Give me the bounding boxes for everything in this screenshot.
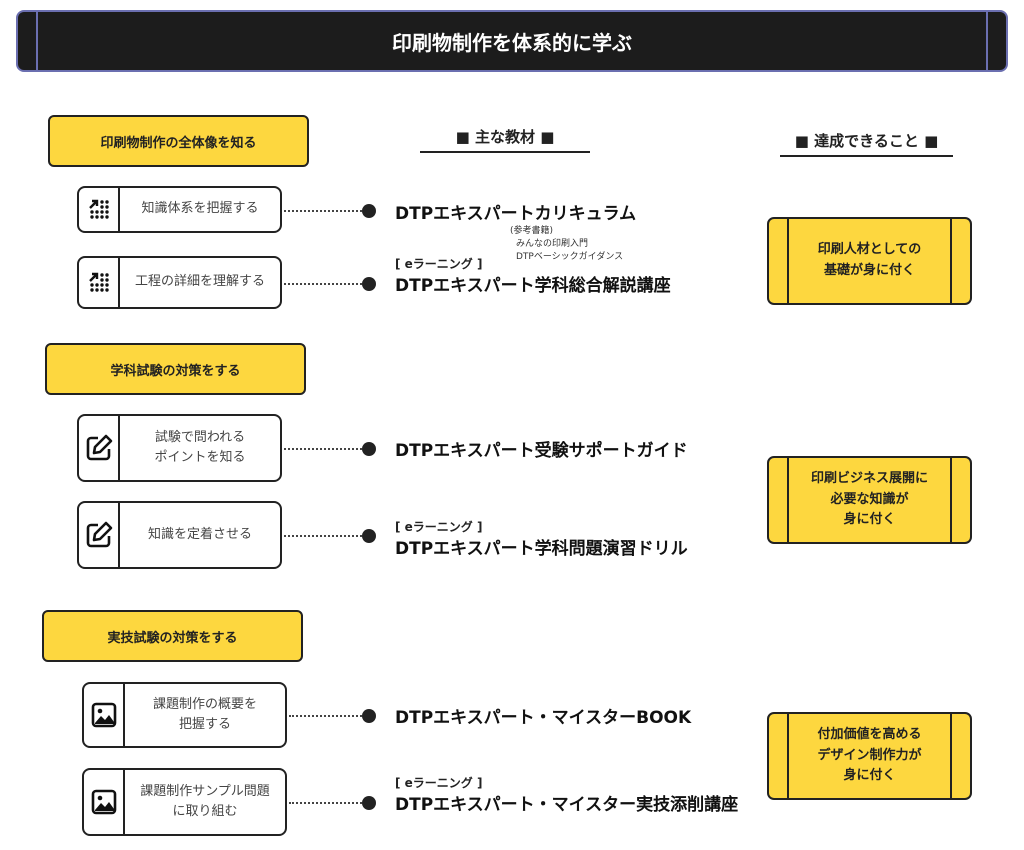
outcomes-column-header: ■ 達成できること ■ bbox=[780, 130, 953, 157]
connector-dot bbox=[362, 442, 376, 456]
reference-books: (参考書籍) みんなの印刷入門 DTPベーシックガイダンス bbox=[510, 225, 623, 264]
learning-step: 知識体系を把握する bbox=[77, 186, 282, 233]
material-title: DTPエキスパートカリキュラム bbox=[395, 204, 637, 224]
connector-dot bbox=[362, 529, 376, 543]
connector-line bbox=[284, 282, 362, 285]
material-title: DTPエキスパート・マイスター実技添削講座 bbox=[395, 795, 739, 815]
elearning-tag: [ eラーニング ] bbox=[395, 520, 483, 534]
connector-dot bbox=[362, 709, 376, 723]
outcome-box: 付加価値を高める デザイン制作力が 身に付く bbox=[767, 712, 972, 800]
section-overview: 印刷物制作の全体像を知る bbox=[48, 115, 309, 167]
image-icon bbox=[84, 684, 125, 746]
connector-dot bbox=[362, 203, 376, 218]
learning-step-label: 試験で問われる ポイントを知る bbox=[154, 429, 246, 465]
dots-arrow-icon bbox=[79, 188, 120, 231]
material-title: DTPエキスパート学科総合解説講座 bbox=[395, 276, 671, 296]
connector-line bbox=[289, 715, 362, 717]
material-title: DTPエキスパート受験サポートガイド bbox=[395, 441, 688, 461]
outcome-text: 印刷人材としての 基礎が身に付く bbox=[817, 242, 922, 278]
learning-step-label: 知識体系を把握する bbox=[141, 201, 259, 217]
edit-icon bbox=[79, 416, 120, 480]
learning-step: 課題制作の概要を 把握する bbox=[82, 682, 287, 748]
section-practical-exam: 実技試験の対策をする bbox=[42, 610, 303, 662]
outcome-text: 付加価値を高める デザイン制作力が 身に付く bbox=[817, 726, 922, 784]
edit-icon bbox=[79, 503, 120, 567]
material-title: DTPエキスパート・マイスターBOOK bbox=[395, 708, 692, 728]
outcome-text: 印刷ビジネス展開に 必要な知識が 身に付く bbox=[810, 470, 928, 528]
materials-column-header: ■ 主な教材 ■ bbox=[420, 126, 590, 153]
connector-line bbox=[289, 802, 362, 804]
connector-dot bbox=[362, 796, 376, 810]
learning-step-label: 課題制作サンプル問題 に取り組む bbox=[140, 783, 270, 819]
outcome-box: 印刷人材としての 基礎が身に付く bbox=[767, 217, 972, 305]
material-title: DTPエキスパート学科問題演習ドリル bbox=[395, 539, 688, 559]
elearning-tag: [ eラーニング ] bbox=[395, 776, 483, 790]
section-written-exam: 学科試験の対策をする bbox=[45, 343, 306, 395]
connector-line bbox=[284, 448, 362, 450]
dots-arrow-icon bbox=[79, 258, 120, 307]
connector-line bbox=[284, 535, 362, 537]
reference-book: みんなの印刷入門 bbox=[516, 239, 589, 250]
learning-step-label: 工程の詳細を理解する bbox=[134, 274, 265, 290]
learning-step: 知識を定着させる bbox=[77, 501, 282, 569]
reference-book: DTPベーシックガイダンス bbox=[516, 252, 624, 263]
elearning-tag: [ eラーニング ] bbox=[395, 257, 483, 271]
connector-dot bbox=[362, 276, 376, 291]
reference-heading: (参考書籍) bbox=[510, 226, 554, 236]
learning-step: 課題制作サンプル問題 に取り組む bbox=[82, 768, 287, 836]
page-header: 印刷物制作を体系的に学ぶ bbox=[16, 10, 1008, 72]
learning-step: 試験で問われる ポイントを知る bbox=[77, 414, 282, 482]
outcome-box: 印刷ビジネス展開に 必要な知識が 身に付く bbox=[767, 456, 972, 544]
connector-line bbox=[284, 209, 362, 212]
learning-step-label: 課題制作の概要を 把握する bbox=[152, 696, 257, 732]
page-title: 印刷物制作を体系的に学ぶ bbox=[392, 30, 632, 55]
learning-step-label: 知識を定着させる bbox=[147, 526, 252, 542]
learning-step: 工程の詳細を理解する bbox=[77, 256, 282, 309]
image-icon bbox=[84, 770, 125, 834]
